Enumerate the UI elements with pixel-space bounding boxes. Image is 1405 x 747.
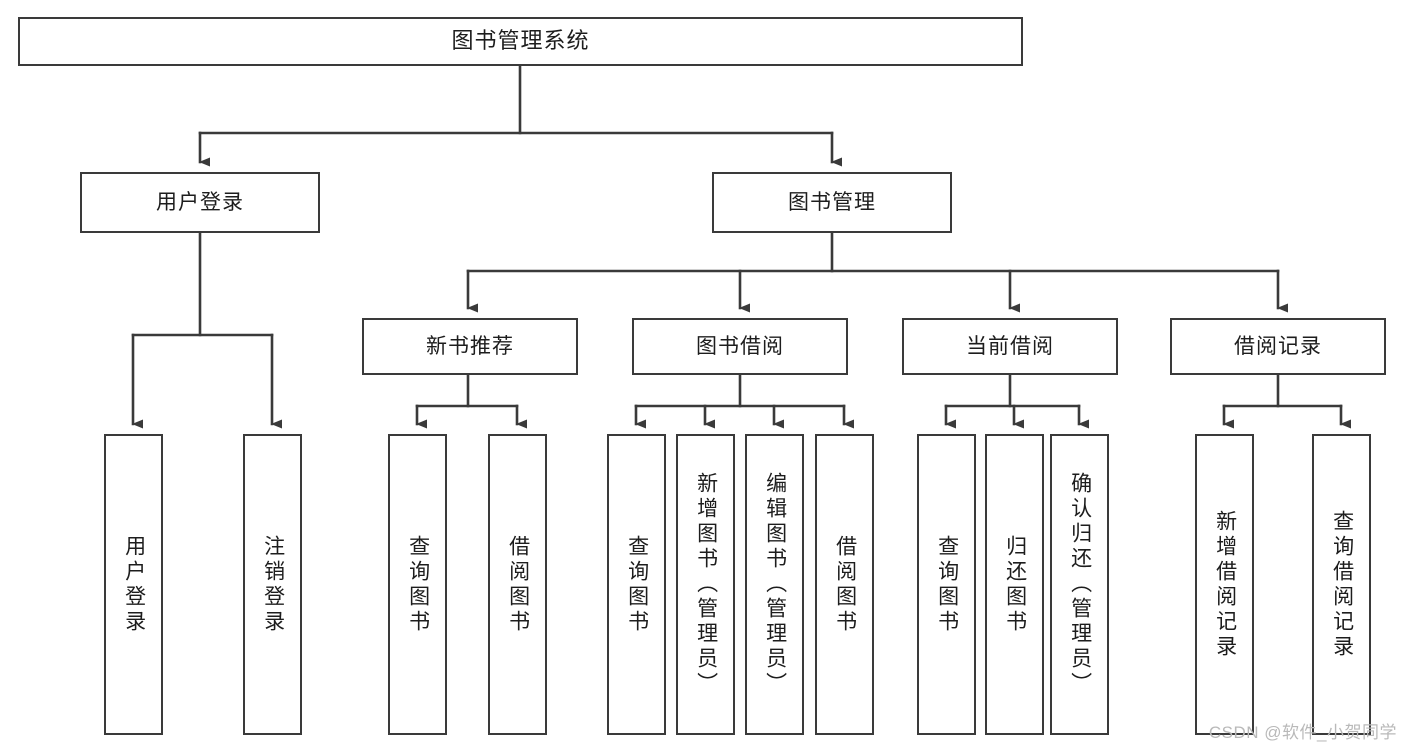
node-label: 查询图书 (406, 534, 430, 635)
leaf-borrow-book[interactable]: 借阅图书 (815, 434, 874, 735)
leaf-recommend-borrow-book[interactable]: 借阅图书 (488, 434, 547, 735)
node-label: 编辑图书（管理员） (763, 472, 787, 697)
node-label: 新增借阅记录 (1213, 509, 1237, 660)
leaf-current-query-book[interactable]: 查询图书 (917, 434, 976, 735)
node-label: 当前借阅 (966, 334, 1054, 358)
node-label: 图书管理系统 (451, 28, 590, 54)
node-current-borrow[interactable]: 当前借阅 (902, 318, 1118, 375)
node-borrow-record[interactable]: 借阅记录 (1170, 318, 1386, 375)
node-label: 新增图书（管理员） (694, 472, 718, 697)
node-root-system[interactable]: 图书管理系统 (18, 17, 1023, 66)
node-new-book-recommend[interactable]: 新书推荐 (362, 318, 578, 375)
leaf-return-book[interactable]: 归还图书 (985, 434, 1044, 735)
node-book-borrow[interactable]: 图书借阅 (632, 318, 848, 375)
leaf-logout[interactable]: 注销登录 (243, 434, 302, 735)
leaf-borrow-query-book[interactable]: 查询图书 (607, 434, 666, 735)
node-label: 注销登录 (261, 534, 285, 635)
node-user-login[interactable]: 用户登录 (80, 172, 320, 233)
node-label: 查询图书 (935, 534, 959, 635)
node-label: 借阅记录 (1234, 334, 1322, 358)
node-label: 归还图书 (1003, 534, 1027, 635)
node-label: 查询图书 (625, 534, 649, 635)
leaf-query-borrow-record[interactable]: 查询借阅记录 (1312, 434, 1371, 735)
node-label: 查询借阅记录 (1330, 509, 1354, 660)
node-label: 用户登录 (122, 534, 146, 635)
node-label: 确认归还（管理员） (1068, 472, 1092, 697)
leaf-add-book-admin[interactable]: 新增图书（管理员） (676, 434, 735, 735)
node-label: 借阅图书 (833, 534, 857, 635)
csdn-watermark: CSDN @软件_小贺同学 (1208, 723, 1397, 742)
leaf-recommend-query-book[interactable]: 查询图书 (388, 434, 447, 735)
node-label: 图书管理 (788, 190, 876, 214)
leaf-user-login[interactable]: 用户登录 (104, 434, 163, 735)
node-label: 新书推荐 (426, 334, 514, 358)
leaf-edit-book-admin[interactable]: 编辑图书（管理员） (745, 434, 804, 735)
leaf-add-borrow-record[interactable]: 新增借阅记录 (1195, 434, 1254, 735)
node-label: 用户登录 (156, 190, 244, 214)
node-label: 图书借阅 (696, 334, 784, 358)
node-label: 借阅图书 (506, 534, 530, 635)
node-book-manage[interactable]: 图书管理 (712, 172, 952, 233)
leaf-confirm-return-admin[interactable]: 确认归还（管理员） (1050, 434, 1109, 735)
